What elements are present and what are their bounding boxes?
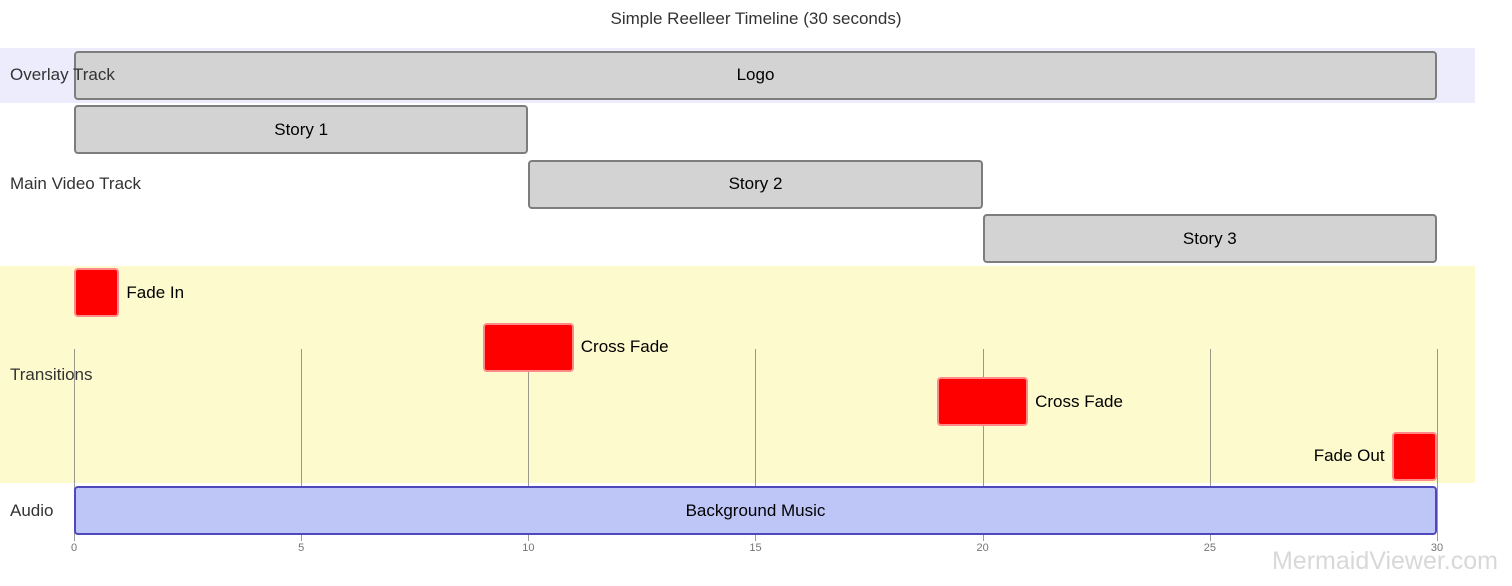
- watermark: MermaidViewer.com: [1271, 547, 1498, 575]
- task-bar-background-music: Background Music: [74, 486, 1437, 535]
- task-label-fade-in: Fade In: [126, 282, 185, 302]
- axis-tick-label: 20: [976, 542, 989, 554]
- task-bar-story-2: Story 2: [528, 159, 983, 209]
- section-label-main-video-track: Main Video Track: [10, 174, 142, 194]
- axis-tick-label: 30: [1430, 542, 1444, 554]
- section-label-transitions: Transitions: [10, 364, 93, 384]
- axis-tick-label: 10: [522, 542, 535, 554]
- section-label-overlay-track: Overlay Track: [10, 65, 115, 85]
- task-bar-fade-in: [74, 268, 120, 318]
- task-bar-story-3: Story 3: [982, 214, 1437, 263]
- axis-tick-label: 5: [298, 542, 305, 554]
- task-bar-story-1: Story 1: [74, 105, 529, 155]
- section-band-transitions: [0, 265, 1475, 484]
- chart-title: Simple Reelleer Timeline (30 seconds): [610, 9, 902, 28]
- axis-tick-label: 25: [1203, 542, 1216, 554]
- task-label-cross-fade: Cross Fade: [580, 337, 669, 357]
- grid-line: [74, 349, 75, 541]
- grid-line: [301, 349, 303, 541]
- grid-line: [1436, 349, 1438, 541]
- task-bar-logo: Logo: [74, 50, 1437, 100]
- grid-line: [528, 349, 530, 541]
- task-bar-fade-out: [1391, 431, 1437, 481]
- axis-tick-label: 0: [70, 542, 78, 554]
- axis-tick-label: 15: [749, 542, 762, 554]
- task-label-cross-fade: Cross Fade: [1035, 391, 1123, 411]
- section-label-audio: Audio: [10, 500, 54, 520]
- task-bar-cross-fade: [482, 322, 574, 372]
- task-label-fade-out: Fade Out: [1313, 446, 1385, 466]
- grid-line: [1209, 349, 1211, 541]
- grid-line: [982, 349, 984, 541]
- grid-line: [755, 349, 757, 541]
- task-bar-cross-fade: [937, 377, 1029, 427]
